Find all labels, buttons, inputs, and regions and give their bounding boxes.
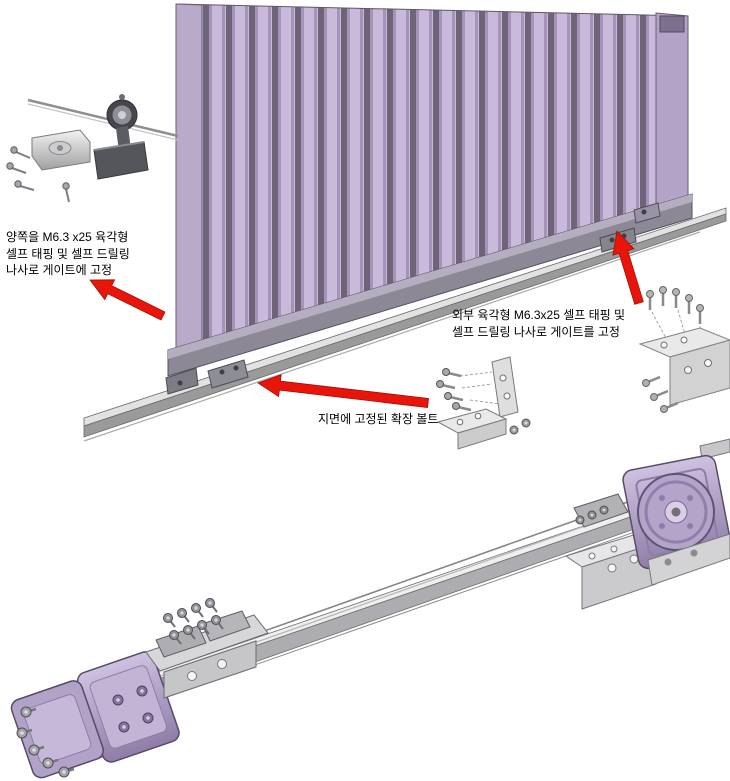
pulley-housing (622, 438, 730, 586)
annotation-ground-anchor: 지면에 고정된 확장 볼트 (318, 411, 508, 428)
detail-corner-bracket (638, 286, 730, 413)
left-end-housing-bolts (112, 685, 154, 733)
housing-base-bracket (647, 533, 730, 586)
gate-bottom-frame-highlight (168, 194, 692, 359)
track-far-edge (83, 231, 701, 442)
annotation-line: 셀프 태핑 및 셀프 드릴링 (6, 246, 130, 261)
left-end-housing (76, 651, 180, 763)
corner-bracket-screws-top (646, 286, 704, 324)
gate-right-cap (659, 15, 685, 33)
annotation-line: 지면에 고정된 확장 볼트 (318, 412, 439, 426)
arrow-ground-anchor (257, 374, 429, 408)
corner-bracket-face (669, 339, 730, 406)
annotation-line: 양쪽을 M6.3 x25 육각형 (6, 230, 129, 244)
detail-top-roller-assembly (6, 94, 179, 203)
gate-panel (167, 3, 693, 377)
anchor-bracket-face (457, 418, 507, 450)
anchor-plate (491, 356, 519, 418)
detail-ground-anchor-bracket (436, 356, 531, 450)
corner-bracket-screws-bottom (642, 375, 679, 413)
spreader-bar-assembly (10, 438, 730, 779)
gate-right-stile (655, 12, 689, 209)
annotation-left-fixing: 양쪽을 M6.3 x25 육각형 셀프 태핑 및 셀프 드릴링 나사로 게이트에… (6, 229, 178, 279)
annotation-line: 셀프 드릴링 나사로 게이트를 고정 (452, 324, 620, 339)
arrow-left-fixing (89, 279, 166, 321)
clamp-hanging-plate (163, 640, 257, 699)
roller-screws (11, 151, 70, 203)
roller-bracket (93, 141, 149, 180)
left-end-cap-bolts (16, 706, 75, 778)
gate-slats (175, 3, 689, 355)
mid-support-bracket (564, 493, 658, 610)
track-front-face (83, 213, 727, 438)
callout-arrows (89, 230, 644, 408)
guide-bracket-left (165, 359, 249, 395)
annotation-right-fixing: 외부 육각형 M6.3x25 셀프 태핑 및 셀프 드릴링 나사로 게이트를 고… (452, 307, 677, 340)
gate-left-stile (175, 3, 203, 355)
annotation-line: 외부 육각형 M6.3x25 셀프 태핑 및 (452, 308, 626, 322)
cable-clamp-assembly (145, 598, 269, 699)
arrow-right-fixing (612, 230, 644, 305)
annotation-line: 나사로 게이트에 고정 (6, 263, 113, 277)
anchor-screws (436, 368, 472, 412)
